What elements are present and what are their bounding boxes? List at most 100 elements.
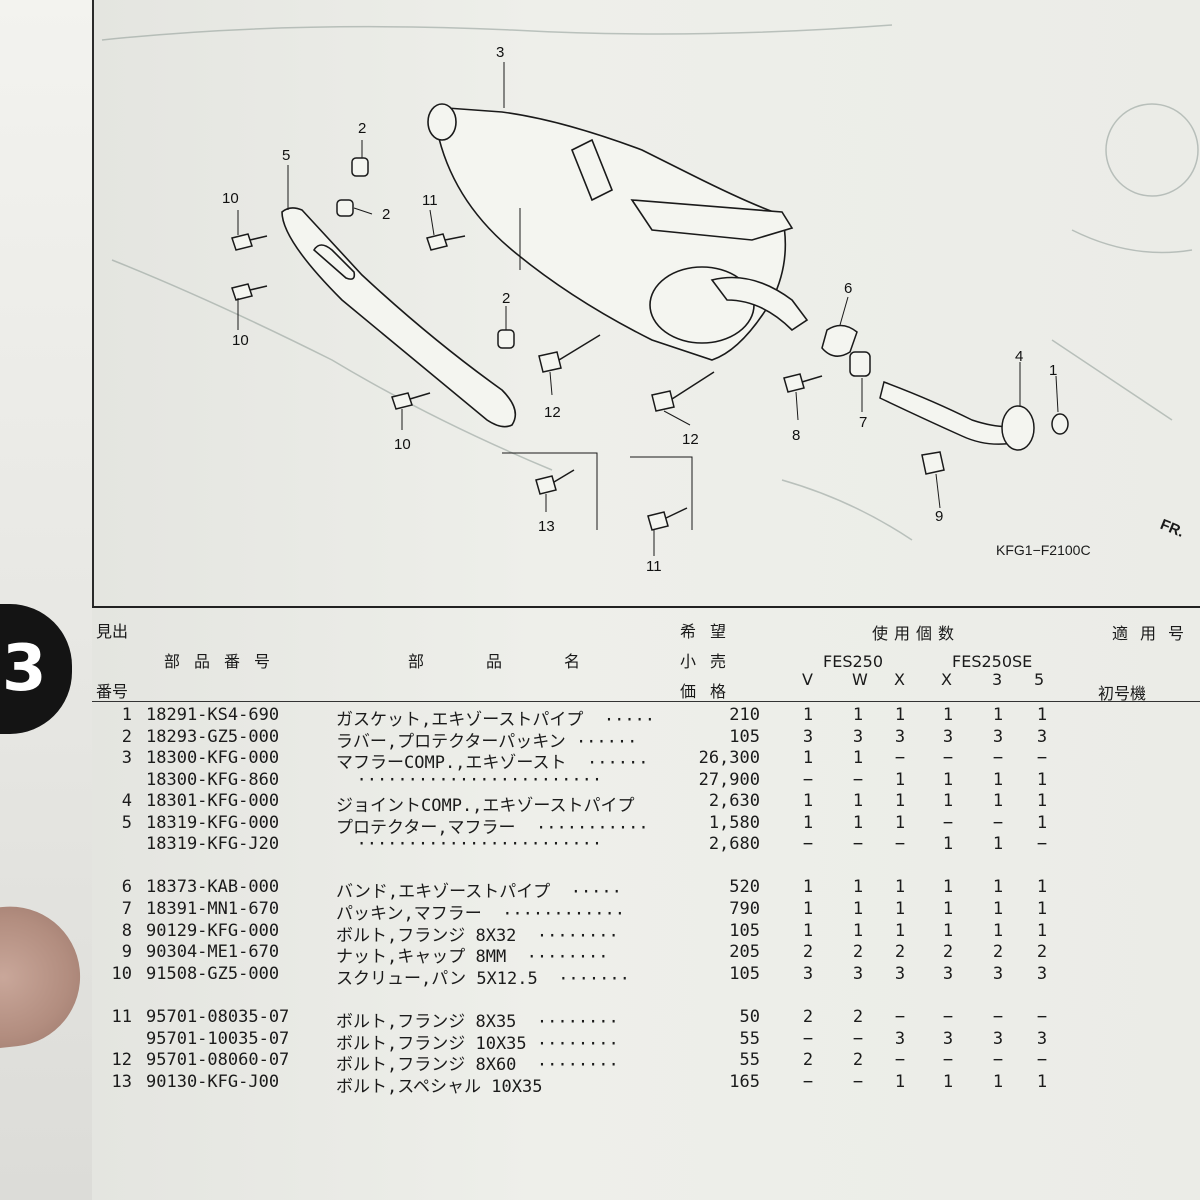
quantity-cell: 1: [852, 748, 864, 768]
part-name: ボルト,フランジ 8X60 ········: [336, 1055, 619, 1075]
quantity-cell: −: [1036, 1050, 1048, 1070]
ref-number: 7: [121, 899, 132, 919]
quantity-cell: 1: [802, 791, 814, 811]
quantity-cell: −: [992, 813, 1004, 833]
price: 1,580: [708, 813, 760, 833]
quantity-cell: 1: [852, 813, 864, 833]
quantity-cell: 3: [894, 1029, 906, 1049]
quantity-cell: 3: [1036, 1029, 1048, 1049]
part-number: 90304-ME1-670: [146, 942, 280, 962]
ref-number: 1: [121, 705, 132, 725]
part-name: ボルト,フランジ 8X35 ········: [336, 1012, 619, 1032]
quantity-cell: 2: [802, 942, 814, 962]
quantity-cell: 1: [942, 921, 954, 941]
quantity-cell: 3: [942, 964, 954, 984]
quantity-cell: −: [802, 1072, 814, 1092]
quantity-cell: 1: [852, 899, 864, 919]
diagram-table-divider: [92, 606, 1200, 608]
quantity-cell: 3: [852, 964, 864, 984]
table-row: 18300-KFG-860 ························27…: [0, 770, 1200, 791]
part-name: ························: [336, 834, 603, 854]
quantity-cell: 2: [852, 1050, 864, 1070]
ref-number: 3: [121, 748, 132, 768]
quantity-cell: 2: [802, 1007, 814, 1027]
callout-10: 10: [232, 332, 249, 349]
quantity-cell: 2: [992, 942, 1004, 962]
part-name: スクリュー,パン 5X12.5 ·······: [336, 969, 630, 989]
quantity-cell: 3: [942, 1029, 954, 1049]
quantity-cell: 1: [1036, 921, 1048, 941]
quantity-cell: 3: [992, 964, 1004, 984]
callout-12: 12: [682, 431, 699, 448]
exhaust-joint: [821, 324, 1069, 475]
bleed-through-lines: [101, 24, 1199, 541]
protector: [281, 207, 517, 428]
quantity-cell: 3: [852, 727, 864, 747]
price: 26,300: [698, 748, 760, 768]
part-name: ボルト,フランジ 8X32 ········: [336, 926, 619, 946]
quantity-cell: 1: [894, 705, 906, 725]
callout-6: 6: [844, 280, 853, 297]
quantity-cell: 1: [992, 834, 1004, 854]
part-number: 18319-KFG-000: [146, 813, 280, 833]
quantity-cell: 3: [1036, 964, 1048, 984]
quantity-cell: 1: [802, 877, 814, 897]
part-number: 95701-10035-07: [146, 1029, 290, 1049]
quantity-cell: 3: [802, 964, 814, 984]
ref-number: 10: [111, 964, 132, 984]
quantity-cell: −: [942, 1007, 954, 1027]
quantity-cell: −: [852, 1029, 864, 1049]
header-model-fes250: FES250: [823, 652, 884, 671]
callout-2: 2: [502, 290, 511, 307]
ref-number: 4: [121, 791, 132, 811]
part-number: 18301-KFG-000: [146, 791, 280, 811]
quantity-cell: 1: [802, 921, 814, 941]
ref-number: 8: [121, 921, 132, 941]
quantity-cell: 1: [894, 899, 906, 919]
header-col-w: W: [852, 670, 868, 689]
quantity-cell: 1: [942, 705, 954, 725]
quantity-cell: −: [1036, 1007, 1048, 1027]
quantity-cell: −: [852, 834, 864, 854]
quantity-cell: −: [942, 813, 954, 833]
callout-5: 5: [282, 147, 291, 164]
header-price-2: 小売: [680, 652, 741, 671]
part-number: 95701-08060-07: [146, 1050, 290, 1070]
leader-lines: [237, 62, 1059, 556]
callout-8: 8: [792, 427, 801, 444]
quantity-cell: 1: [894, 791, 906, 811]
part-number: 18300-KFG-860: [146, 770, 280, 790]
quantity-cell: −: [992, 748, 1004, 768]
quantity-cell: 1: [942, 770, 954, 790]
part-number: 95701-08035-07: [146, 1007, 290, 1027]
quantity-cell: 1: [894, 813, 906, 833]
quantity-cell: 2: [942, 942, 954, 962]
ref-number: 13: [111, 1072, 132, 1092]
quantity-cell: 3: [992, 727, 1004, 747]
price: 520: [729, 877, 760, 897]
quantity-cell: −: [992, 1050, 1004, 1070]
price: 55: [739, 1050, 760, 1070]
quantity-cell: 3: [1036, 727, 1048, 747]
part-name: バンド,エキゾーストパイプ ·····: [336, 882, 622, 902]
price: 105: [729, 921, 760, 941]
quantity-cell: 1: [992, 705, 1004, 725]
callout-1: 1: [1049, 362, 1058, 379]
part-name: ························: [336, 770, 603, 790]
quantity-cell: 2: [852, 1007, 864, 1027]
price: 205: [729, 942, 760, 962]
part-name: ボルト,スペシャル 10X35: [336, 1077, 543, 1097]
quantity-cell: 1: [802, 705, 814, 725]
header-first-unit: 初号機: [1098, 684, 1147, 703]
quantity-cell: 1: [942, 877, 954, 897]
callout-9: 9: [935, 508, 944, 525]
quantity-cell: 1: [1036, 791, 1048, 811]
part-name: ラバー,プロテクターパッキン ······: [336, 732, 638, 752]
section-number: 3: [2, 632, 47, 706]
